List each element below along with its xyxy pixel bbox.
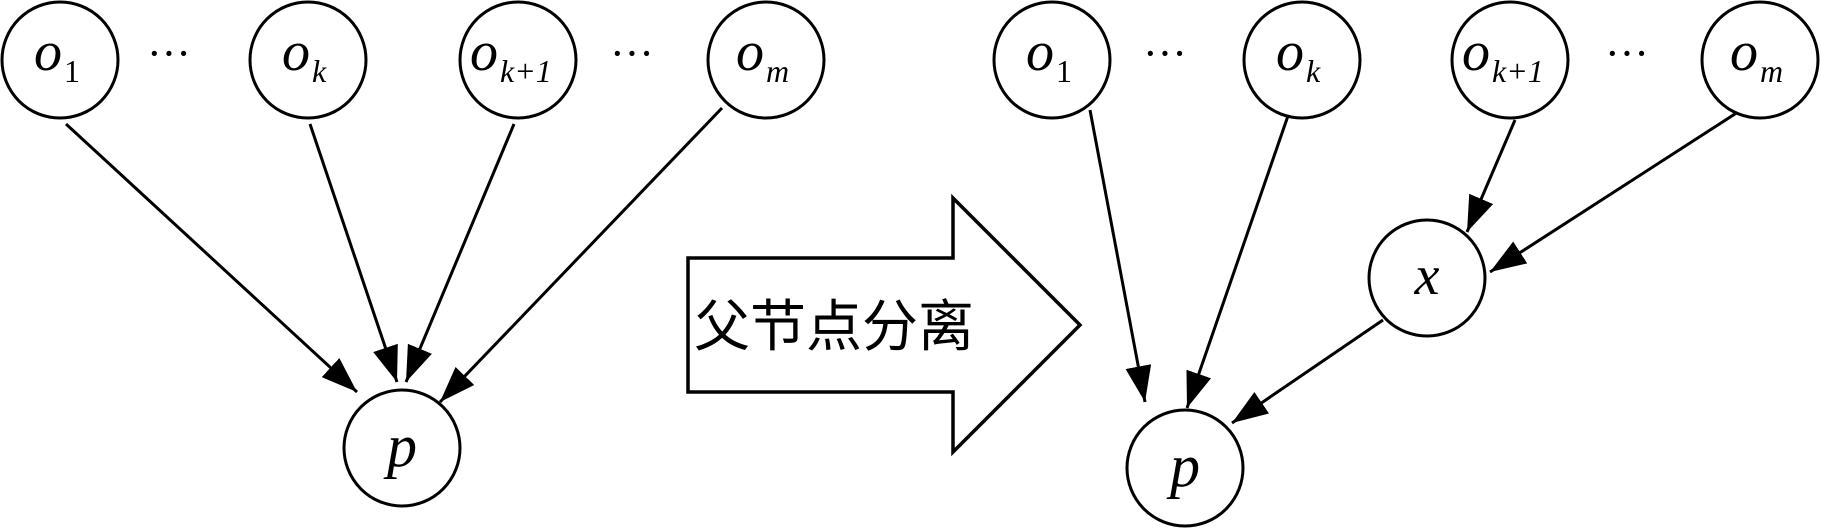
right-node-ok1: ok+1 — [1450, 0, 1570, 120]
right-node-x: x — [1367, 218, 1487, 338]
left-edge-ok1-p — [404, 123, 516, 383]
transform-arrow-label: 父节点分离 — [694, 295, 974, 360]
right-node-ok-label: ok — [1276, 21, 1321, 89]
right-node-x-label: x — [1414, 245, 1440, 307]
right-edge-ok-p — [1185, 109, 1292, 409]
left-edge-om-p — [438, 106, 724, 404]
left-node-om-label: om — [736, 21, 789, 89]
left-node-om: om — [706, 0, 826, 120]
left-node-o1-label: o1 — [34, 21, 80, 89]
left-graph: o1 ··· ok ok+1 ··· om p — [0, 0, 826, 508]
right-node-ok: ok — [1242, 0, 1362, 120]
left-edge-ok-p — [308, 123, 399, 383]
right-node-o1-label: o1 — [1026, 21, 1072, 89]
left-ellipsis-2: ··· — [610, 29, 654, 78]
transform-arrow: 父节点分离 — [686, 193, 1083, 457]
left-node-ok1: ok+1 — [458, 0, 578, 120]
right-edge-ok1-x — [1465, 119, 1517, 233]
right-edge-x-p — [1231, 318, 1384, 425]
right-node-p: p — [1125, 408, 1245, 528]
left-node-ok: ok — [248, 0, 368, 120]
right-graph: o1 ··· ok ok+1 ··· om x p — [992, 0, 1820, 528]
right-node-o1: o1 — [992, 0, 1112, 120]
left-edge-o1-p — [64, 122, 359, 394]
left-node-p: p — [342, 388, 462, 508]
right-node-om: om — [1700, 0, 1820, 120]
right-ellipsis-2: ··· — [1605, 29, 1649, 78]
left-node-p-label: p — [383, 413, 417, 479]
left-node-o1: o1 — [0, 0, 120, 120]
right-edge-o1-p — [1088, 109, 1152, 403]
right-edge-om-x — [1489, 110, 1739, 274]
right-ellipsis-1: ··· — [1143, 29, 1187, 78]
right-node-ok1-label: ok+1 — [1462, 21, 1544, 89]
left-node-ok1-label: ok+1 — [470, 21, 552, 89]
right-node-om-label: om — [1730, 21, 1783, 89]
right-node-p-label: p — [1166, 433, 1200, 499]
left-node-ok-label: ok — [282, 21, 327, 89]
transform-arrow-shape — [686, 193, 1083, 457]
left-ellipsis-1: ··· — [147, 29, 191, 78]
